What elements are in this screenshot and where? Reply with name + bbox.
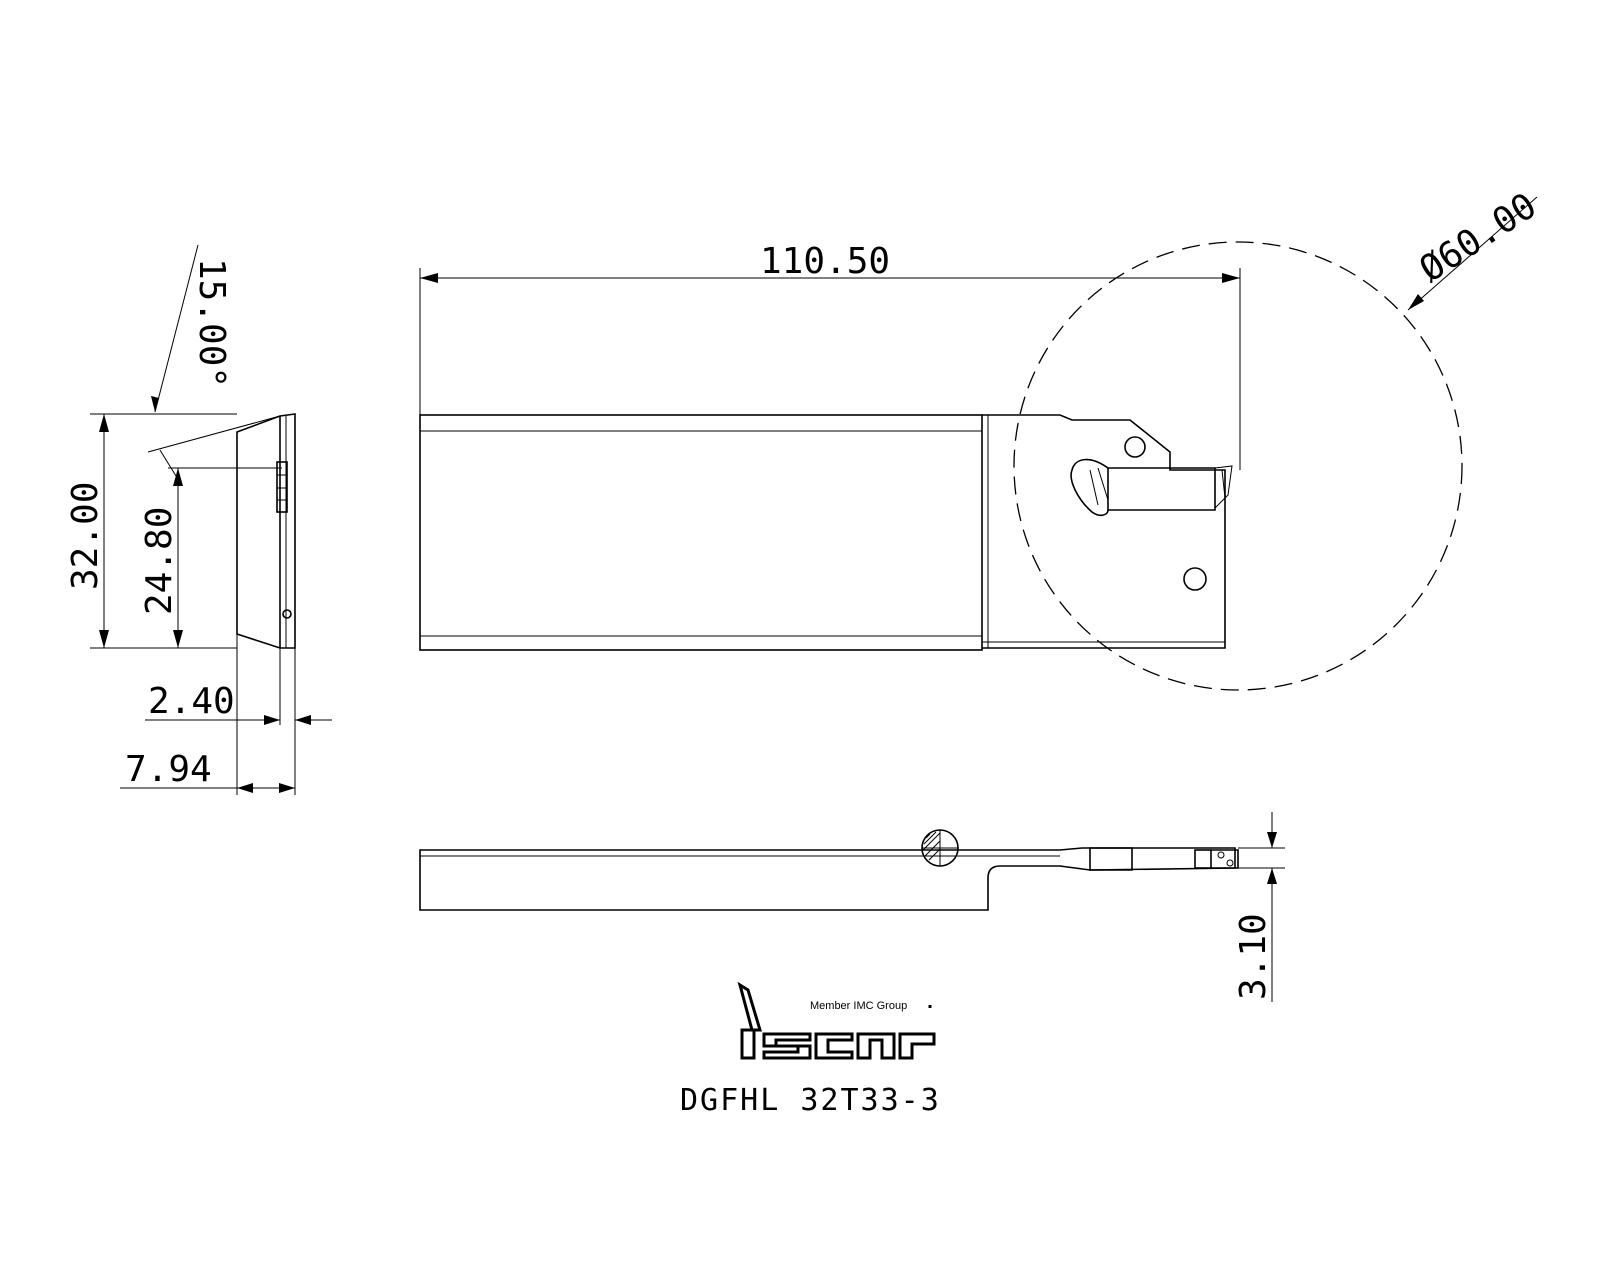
blade-label: 3.10 bbox=[1233, 913, 1274, 1000]
height-label-32: 32.00 bbox=[65, 482, 106, 590]
logo-tagline: Member IMC Group bbox=[810, 1000, 907, 1012]
height-dimension-24: 24.80 bbox=[139, 467, 282, 648]
part-number: DGFHL 32T33-3 bbox=[680, 1083, 941, 1118]
logo-mark bbox=[737, 981, 936, 1060]
width-label-total: 7.94 bbox=[125, 749, 212, 790]
height-dimension-32: 32.00 bbox=[65, 413, 237, 649]
length-dimension: 110.50 bbox=[419, 241, 1241, 470]
side-view bbox=[419, 241, 1463, 691]
diameter-dimension: Ø60.00 bbox=[1407, 185, 1544, 311]
top-view bbox=[419, 829, 1239, 911]
angle-label: 15.00° bbox=[191, 258, 232, 388]
diameter-label: Ø60.00 bbox=[1413, 185, 1544, 290]
blade-dimension: 3.10 bbox=[1233, 812, 1285, 1002]
angle-dimension: 15.00° bbox=[147, 244, 281, 477]
length-label: 110.50 bbox=[760, 241, 890, 282]
height-label-24: 24.80 bbox=[139, 507, 180, 615]
end-view bbox=[236, 413, 296, 649]
width-dimensions: 2.40 7.94 bbox=[120, 634, 332, 795]
width-label-small: 2.40 bbox=[148, 681, 235, 722]
iscar-logo: Member IMC Group bbox=[737, 981, 936, 1060]
